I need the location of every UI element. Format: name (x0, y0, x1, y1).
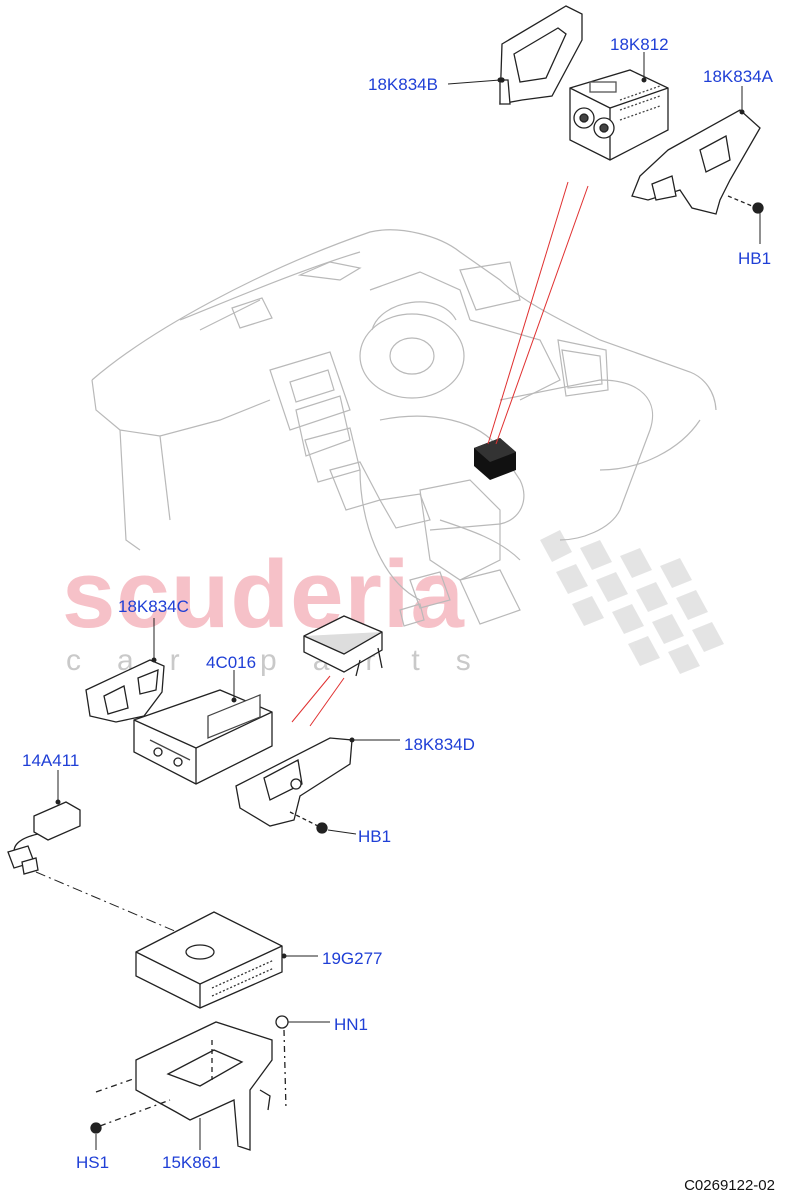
bracket-18k834a-part (631, 109, 761, 215)
bolt-hb1-top-part (727, 195, 764, 214)
bracket-15k861-part (135, 1021, 273, 1151)
callout-19g277[interactable]: 19G277 (322, 949, 383, 968)
nut-hn1-part (275, 1015, 289, 1111)
callout-hb1-top[interactable]: HB1 (738, 249, 772, 268)
callout-hb1-mid[interactable]: HB1 (358, 827, 392, 846)
diagram-reference-code: C0269122-02 (684, 1177, 775, 1194)
location-leader-lines (291, 181, 589, 727)
bracket-18k834b-part (499, 5, 583, 105)
callout-4c016[interactable]: 4C016 (206, 653, 257, 672)
callout-18k834d[interactable]: 18K834D (404, 735, 475, 754)
callout-18k812[interactable]: 18K812 (610, 35, 669, 54)
bracket-18k834d-part (235, 737, 353, 827)
callout-18k834c[interactable]: 18K834C (118, 597, 189, 616)
bolt-hb1-mid-part (289, 811, 328, 834)
module-location-marker (474, 438, 516, 480)
harness-leader (35, 871, 211, 947)
callout-hn1[interactable]: HN1 (334, 1015, 369, 1034)
module-4c016-part (133, 689, 273, 785)
checkered-flag-watermark (540, 530, 724, 674)
audio-unit-18k812-part (569, 69, 669, 161)
callout-18k834a[interactable]: 18K834A (703, 67, 773, 86)
harness-14a411-part (7, 801, 81, 875)
bracket-18k834c-part (85, 659, 165, 723)
module-19g277-part (135, 911, 283, 1009)
callout-14a411[interactable]: 14A411 (22, 751, 80, 770)
screw-hs1-part (90, 1077, 171, 1134)
vehicle-interior-illustration (91, 229, 717, 627)
callout-18k834b[interactable]: 18K834B (368, 75, 438, 94)
module-floating-part (303, 615, 383, 677)
watermark-brand: scuderia (62, 541, 465, 648)
callout-leaders (57, 52, 761, 1150)
callout-15k861[interactable]: 15K861 (162, 1153, 221, 1172)
callout-dots (55, 77, 745, 959)
callout-hs1[interactable]: HS1 (76, 1153, 110, 1172)
